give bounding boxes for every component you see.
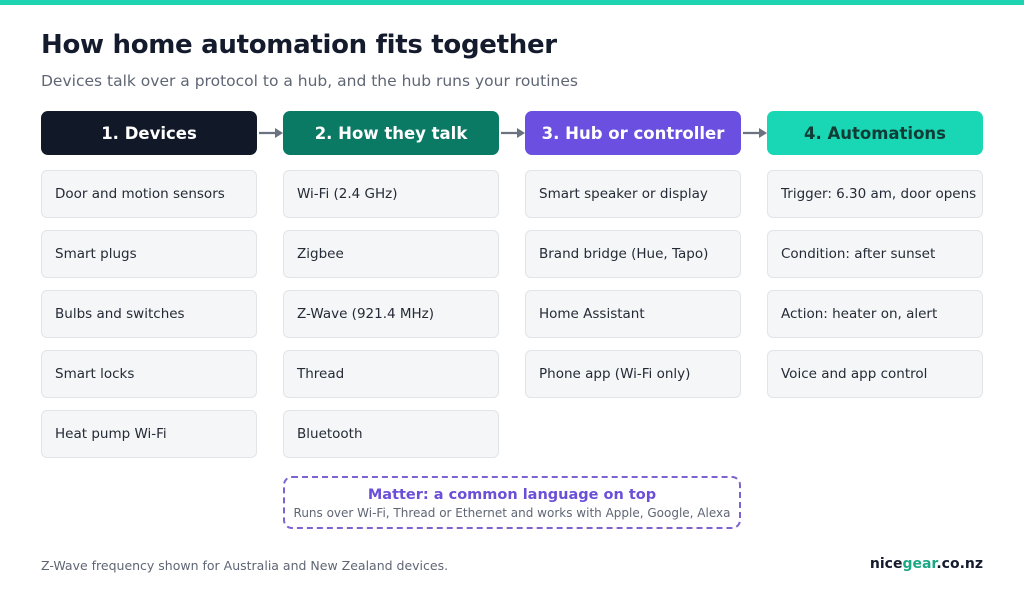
arrow-right-icon [501,128,525,138]
column-header-automations: 4. Automations [767,111,983,155]
column-protocols: 2. How they talk Wi-Fi (2.4 GHz) Zigbee … [283,111,499,470]
matter-callout: Matter: a common language on top Runs ov… [283,476,741,529]
device-item: Smart locks [41,350,257,398]
brand-name: nice [869,556,903,572]
top-accent-bar [0,0,1024,5]
hub-item: Smart speaker or display [525,170,741,218]
arrow-right-icon [743,128,767,138]
hub-item: Phone app (Wi-Fi only) [525,350,741,398]
page-subtitle: Devices talk over a protocol to a hub, a… [41,72,578,90]
arrow-right-icon [259,128,283,138]
protocol-list: Wi-Fi (2.4 GHz) Zigbee Z-Wave (921.4 MHz… [283,170,499,458]
brand-accent: gear [902,556,937,572]
hub-item: Home Assistant [525,290,741,338]
column-header-hub: 3. Hub or controller [525,111,741,155]
device-item: Door and motion sensors [41,170,257,218]
hub-item: Brand bridge (Hue, Tapo) [525,230,741,278]
brand-logo: nicegear.co.nz [870,556,983,572]
column-header-devices: 1. Devices [41,111,257,155]
device-item: Smart plugs [41,230,257,278]
hub-list: Smart speaker or display Brand bridge (H… [525,170,741,398]
brand-suffix: .co.nz [936,556,983,572]
protocol-item: Bluetooth [283,410,499,458]
protocol-item: Zigbee [283,230,499,278]
footnote: Z-Wave frequency shown for Australia and… [41,558,449,573]
automation-item: Condition: after sunset [767,230,983,278]
device-item: Bulbs and switches [41,290,257,338]
device-list: Door and motion sensors Smart plugs Bulb… [41,170,257,458]
page-title: How home automation fits together [41,30,557,60]
automation-list: Trigger: 6.30 am, door opens Condition: … [767,170,983,398]
protocol-item: Wi-Fi (2.4 GHz) [283,170,499,218]
protocol-item: Thread [283,350,499,398]
device-item: Heat pump Wi-Fi [41,410,257,458]
automation-item: Action: heater on, alert [767,290,983,338]
matter-title: Matter: a common language on top [367,487,657,503]
automation-item: Voice and app control [767,350,983,398]
column-automations: 4. Automations Trigger: 6.30 am, door op… [767,111,983,410]
matter-subtitle: Runs over Wi-Fi, Thread or Ethernet and … [293,506,731,520]
automation-item: Trigger: 6.30 am, door opens [767,170,983,218]
column-devices: 1. Devices Door and motion sensors Smart… [41,111,257,470]
column-header-protocols: 2. How they talk [283,111,499,155]
protocol-item: Z-Wave (921.4 MHz) [283,290,499,338]
column-hub: 3. Hub or controller Smart speaker or di… [525,111,741,410]
